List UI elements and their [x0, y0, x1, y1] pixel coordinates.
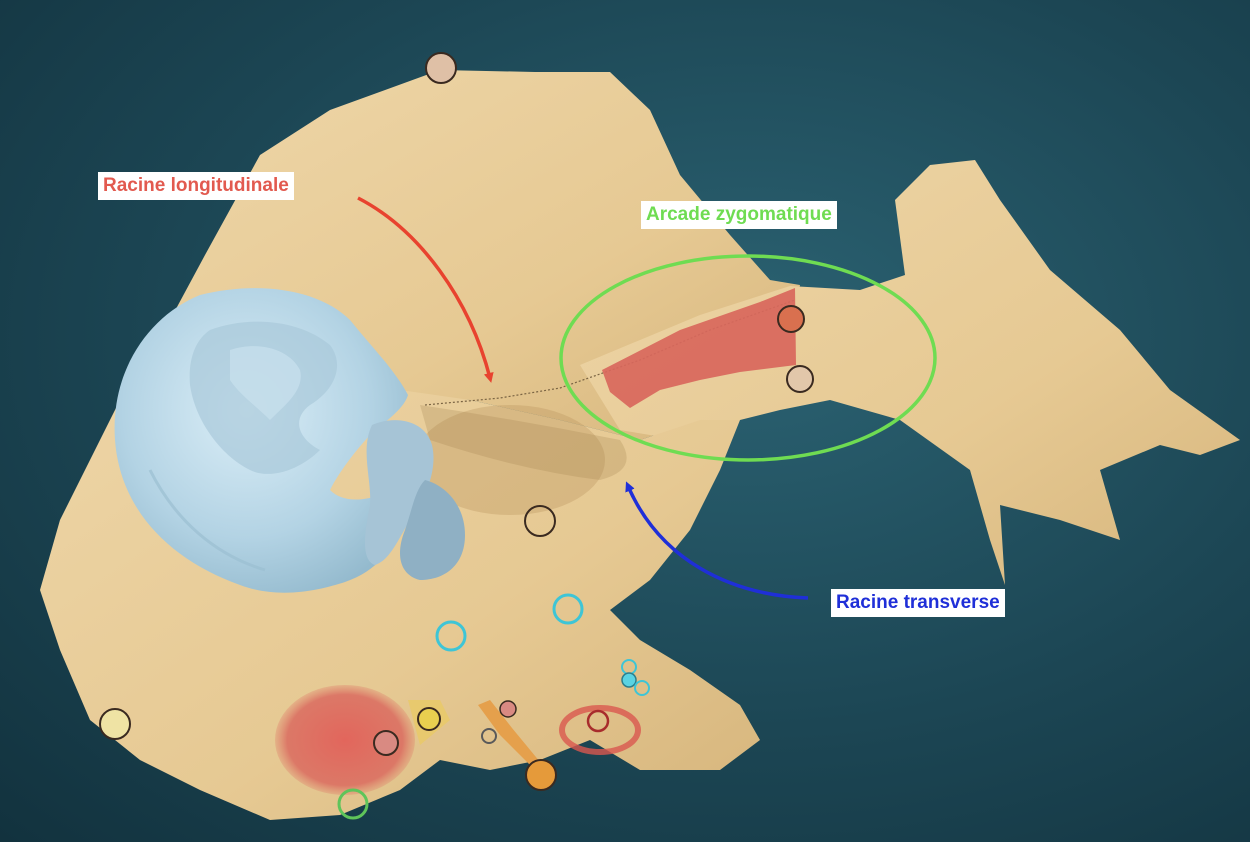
transverse-root-label: Racine transverse	[831, 589, 1005, 617]
articular-tubercle-shadow	[420, 405, 627, 480]
zygomatic-process	[580, 160, 1240, 585]
ear-icon	[114, 288, 465, 593]
mastoid-highlight	[275, 685, 415, 795]
marker-pink-mastoid[interactable]	[373, 730, 399, 756]
marker-red-ring[interactable]	[586, 709, 610, 733]
marker-pink-small[interactable]	[499, 700, 517, 718]
marker-dot-icon	[99, 52, 814, 820]
marker-cyan-small-3[interactable]	[634, 680, 650, 696]
marker-cyan-1[interactable]	[552, 593, 584, 625]
marker-cyan-small-2[interactable]	[621, 672, 637, 688]
marker-cyan-2[interactable]	[435, 620, 467, 652]
glenoid-fossa-shadow	[415, 405, 605, 515]
zygomatic-root-highlight	[602, 288, 796, 408]
marker-top[interactable]	[425, 52, 457, 84]
longitudinal-root-arrow	[357, 196, 494, 383]
marker-zygoma-lower[interactable]	[786, 365, 814, 393]
marker-zygoma-upper[interactable]	[777, 305, 805, 333]
marker-green[interactable]	[337, 788, 369, 820]
marker-yellow-left[interactable]	[99, 708, 131, 740]
marker-gray-small[interactable]	[481, 728, 497, 744]
marker-orange[interactable]	[525, 759, 557, 791]
transverse-root-arrow	[625, 481, 809, 600]
styloid-ring-highlight	[559, 705, 641, 755]
zygomatic-arch-outline	[559, 254, 937, 462]
styloid-process	[478, 700, 545, 770]
longitudinal-root-label: Racine longitudinale	[98, 172, 294, 200]
marker-fossa[interactable]	[524, 505, 556, 537]
zygomatic-arch-label: Arcade zygomatique	[641, 201, 837, 229]
marker-yellow-mid[interactable]	[417, 707, 441, 731]
